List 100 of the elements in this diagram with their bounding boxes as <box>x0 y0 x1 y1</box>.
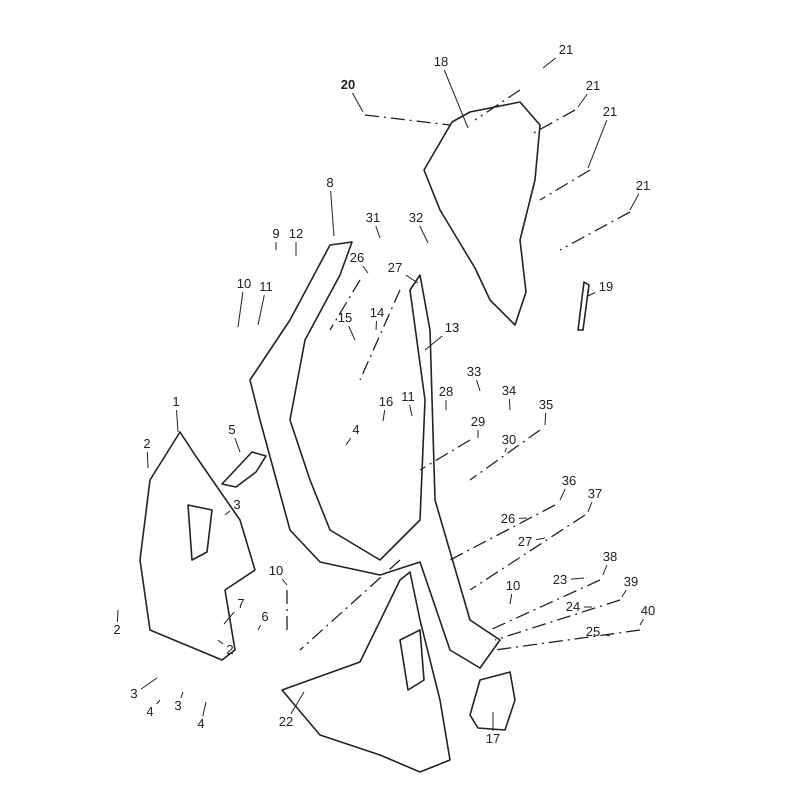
callout-number: 4 <box>143 704 157 720</box>
leader-line <box>258 624 262 630</box>
callout-number: 15 <box>334 310 356 326</box>
leader-line <box>604 634 610 636</box>
callout-number: 27 <box>384 260 406 276</box>
callout-number: 18 <box>430 54 452 70</box>
callout-number: 19 <box>595 279 617 295</box>
callout-number: 22 <box>275 714 297 730</box>
callout-number: 23 <box>549 572 571 588</box>
callout-number: 20 <box>337 77 359 93</box>
leader-line <box>588 292 596 296</box>
callout-number: 10 <box>265 563 287 579</box>
callout-number: 10 <box>502 578 524 594</box>
callout-number: 2 <box>140 436 154 452</box>
leader-line <box>518 518 528 519</box>
callout-number: 24 <box>562 599 584 615</box>
leader-line <box>444 70 468 128</box>
callout-number: 11 <box>397 389 419 405</box>
leader-line <box>584 606 592 608</box>
leader-line <box>544 412 546 426</box>
leader-line <box>510 594 512 604</box>
leader-line <box>330 190 334 236</box>
callout-number: 4 <box>194 716 208 732</box>
callout-number: 26 <box>497 511 519 527</box>
leader-line <box>156 700 160 704</box>
leader-line <box>146 452 148 468</box>
callout-number: 35 <box>535 397 557 413</box>
leader-line <box>588 502 592 512</box>
leader-line <box>290 692 304 714</box>
leader-line <box>202 702 206 716</box>
leader-line <box>419 226 428 244</box>
callout-number: 10 <box>233 276 255 292</box>
callout-number: 27 <box>514 534 536 550</box>
callout-number: 3 <box>230 497 244 513</box>
leader-line <box>578 94 588 108</box>
leader-line <box>508 398 510 410</box>
callout-number: 33 <box>463 364 485 380</box>
callout-number: 11 <box>255 279 277 295</box>
leader-line <box>218 640 224 645</box>
leader-line <box>640 618 644 626</box>
leader-line <box>424 336 443 350</box>
callout-number: 17 <box>482 731 504 747</box>
callout-number: 12 <box>285 226 307 242</box>
leader-line <box>492 712 494 732</box>
callout-number: 26 <box>346 250 368 266</box>
callout-number: 1 <box>169 394 183 410</box>
leader-line <box>630 194 640 210</box>
callout-number: 5 <box>225 422 239 438</box>
callout-number: 4 <box>349 422 363 438</box>
leader-line <box>234 438 240 452</box>
callout-number: 3 <box>171 698 185 714</box>
callout-number: 36 <box>558 473 580 489</box>
leader-line <box>504 448 507 452</box>
callout-number: 2 <box>110 622 124 638</box>
callout-number: 13 <box>441 320 463 336</box>
leader-line <box>382 410 386 422</box>
callout-number: 40 <box>637 603 659 619</box>
callout-number: 30 <box>498 432 520 448</box>
leader-line <box>348 326 356 340</box>
callout-number: 37 <box>584 486 606 502</box>
leader-line <box>376 320 378 330</box>
leader-line <box>116 610 118 622</box>
callout-number: 14 <box>366 305 388 321</box>
leader-line <box>176 410 178 432</box>
callout-number: 9 <box>269 226 283 242</box>
leader-line <box>406 274 418 284</box>
leader-line <box>258 294 265 326</box>
leader-line <box>238 292 244 328</box>
leader-line <box>346 438 352 446</box>
leader-line <box>560 488 566 500</box>
leader-line <box>282 578 288 586</box>
callout-number: 29 <box>467 414 489 430</box>
leader-line <box>542 58 556 68</box>
leader-line <box>352 92 364 112</box>
leader-line <box>622 590 627 598</box>
leader-line <box>362 266 368 274</box>
callout-number: 7 <box>234 596 248 612</box>
callout-number: 21 <box>599 104 621 120</box>
callout-number: 6 <box>258 609 272 625</box>
leader-line <box>180 692 184 698</box>
callout-number: 32 <box>405 210 427 226</box>
leader-line <box>476 380 480 392</box>
callout-number: 34 <box>498 383 520 399</box>
leader-line <box>409 404 412 416</box>
callout-number: 21 <box>632 178 654 194</box>
callout-number: 38 <box>599 549 621 565</box>
callout-number: 25 <box>582 624 604 640</box>
callout-number: 28 <box>435 384 457 400</box>
callout-number: 21 <box>555 42 577 58</box>
leader-line <box>536 538 546 540</box>
callout-number: 31 <box>362 210 384 226</box>
leader-line <box>570 578 584 580</box>
callout-number: 39 <box>620 574 642 590</box>
callout-number: 21 <box>582 78 604 94</box>
leader-line <box>224 510 230 516</box>
callout-number: 3 <box>127 686 141 702</box>
leader-line <box>588 120 608 168</box>
leader-line <box>602 564 608 576</box>
leader-line <box>140 678 158 690</box>
leader-line <box>375 226 380 238</box>
